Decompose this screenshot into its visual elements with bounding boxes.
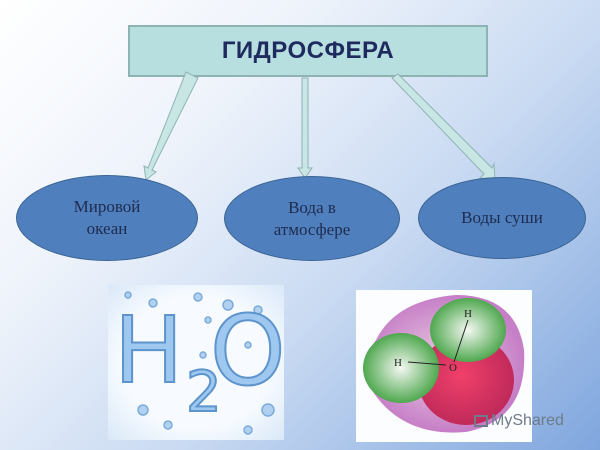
h2o-subscript-2: 2 xyxy=(185,360,223,425)
arrow-middle xyxy=(297,77,313,179)
node-land-water: Воды суши xyxy=(418,177,586,259)
node-atmosphere-water: Вода в атмосфере xyxy=(224,176,400,261)
arrow-left xyxy=(143,71,199,181)
h2o-letter-h: H xyxy=(113,297,184,404)
node-label: Воды суши xyxy=(461,208,543,227)
presentation-icon xyxy=(474,415,488,427)
water-molecule-image: H H O xyxy=(356,290,532,442)
diagram-title: ГИДРОСФЕРА xyxy=(221,37,395,64)
atom-o: O xyxy=(449,362,457,374)
title-box: ГИДРОСФЕРА xyxy=(128,25,488,77)
node-label: Мировой океан xyxy=(73,197,141,238)
node-world-ocean: Мировой океан xyxy=(16,175,198,261)
atom-h-left: H xyxy=(394,357,402,369)
h2o-letter-o: O xyxy=(209,295,287,407)
watermark-text: MyShared xyxy=(491,412,564,429)
h2o-image: H 2 O xyxy=(108,285,287,440)
atom-h-top: H xyxy=(464,308,472,320)
node-label: Вода в атмосфере xyxy=(273,197,351,239)
watermark: MyShared xyxy=(474,412,564,430)
arrow-right xyxy=(391,73,496,181)
